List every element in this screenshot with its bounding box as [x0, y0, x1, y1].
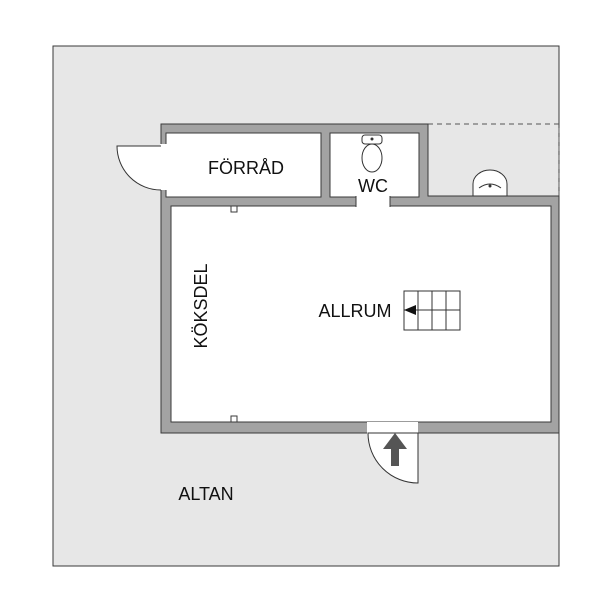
wall-notch-top — [230, 205, 238, 213]
stairs-icon — [403, 290, 461, 331]
door-swing-icon — [116, 145, 162, 191]
dashed-outline — [428, 123, 560, 196]
storage-door-opening — [160, 144, 167, 190]
wall-notch-bottom — [230, 415, 238, 423]
wc-door-opening — [356, 196, 390, 207]
room-label-wc: WC — [358, 176, 388, 196]
room-label-living: ALLRUM — [318, 301, 391, 321]
toilet-icon — [361, 134, 383, 173]
sink-icon — [472, 169, 508, 197]
main-room-floor — [170, 205, 552, 423]
storage-floor — [165, 132, 322, 198]
room-label-storage: FÖRRÅD — [208, 158, 284, 178]
room-label-deck: ALTAN — [178, 484, 233, 504]
entrance-arrow-icon — [383, 433, 407, 466]
entrance-door-opening — [367, 422, 418, 434]
room-label-kitchen: KÖKSDEL — [191, 263, 211, 348]
